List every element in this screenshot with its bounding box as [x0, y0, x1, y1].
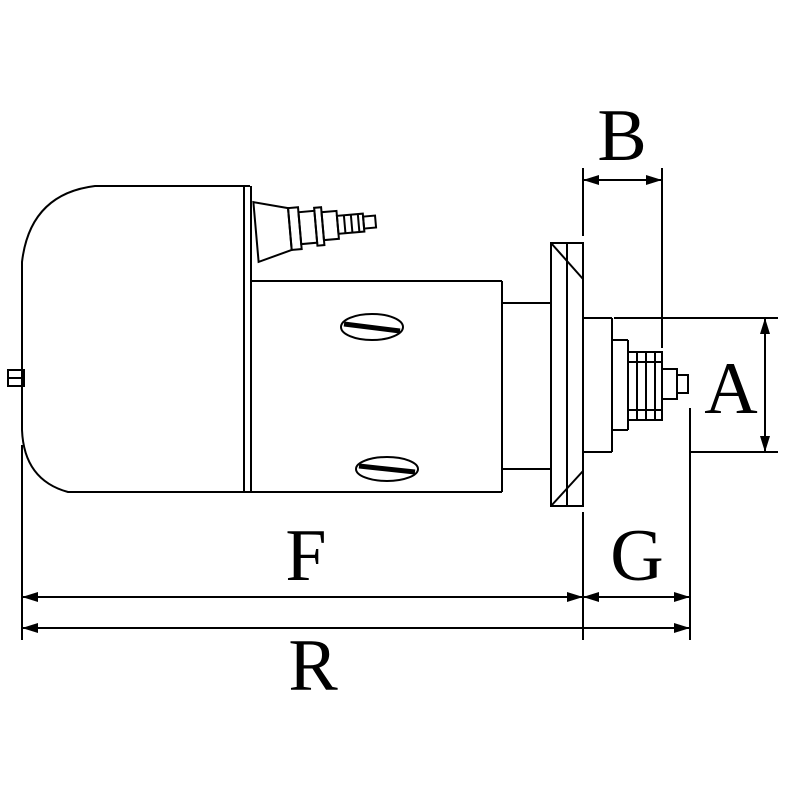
screw-slot: [358, 463, 416, 475]
mounting-flange: [550, 242, 584, 507]
arrow-down-icon: [760, 436, 770, 452]
dimension-b: B: [582, 95, 663, 348]
dimension-label-f: F: [285, 515, 326, 597]
arrow-left-icon: [583, 175, 599, 185]
terminal-stud: [252, 200, 378, 264]
pinion-gear: [627, 351, 663, 421]
screw-bottom: [355, 456, 419, 482]
shaft-end-stub: [661, 368, 689, 400]
field-frame: [251, 280, 551, 492]
terminal-insulator: [252, 200, 293, 264]
arrow-left-icon: [22, 623, 38, 633]
screw-top: [340, 313, 404, 341]
arrow-right-icon: [674, 623, 690, 633]
dimension-a: A: [614, 317, 778, 453]
housing-end-stub: [7, 369, 25, 387]
dimension-label-g: G: [610, 515, 663, 597]
arrow-left-icon: [22, 592, 38, 602]
terminal-tip: [361, 214, 378, 230]
dimension-label-r: R: [288, 625, 338, 707]
housing-outline: [21, 185, 502, 493]
arrow-left-icon: [583, 592, 599, 602]
screw-head-icon: [355, 456, 419, 482]
flange-chamfer-bottom: [550, 470, 584, 507]
dimension-label-a: A: [704, 348, 757, 430]
dimension-g: G: [582, 512, 690, 640]
dimension-f: F: [21, 445, 583, 640]
drive-shaft: [583, 317, 689, 453]
arrow-right-icon: [646, 175, 662, 185]
flange-chamfer-top: [550, 242, 584, 280]
motor-housing: [7, 185, 502, 493]
dimension-label-b: B: [597, 95, 646, 177]
arrow-up-icon: [760, 318, 770, 334]
dimension-r: R: [22, 408, 691, 707]
arrow-right-icon: [567, 592, 583, 602]
screw-slot: [343, 321, 401, 334]
arrow-right-icon: [674, 592, 690, 602]
screw-head-icon: [340, 313, 404, 341]
